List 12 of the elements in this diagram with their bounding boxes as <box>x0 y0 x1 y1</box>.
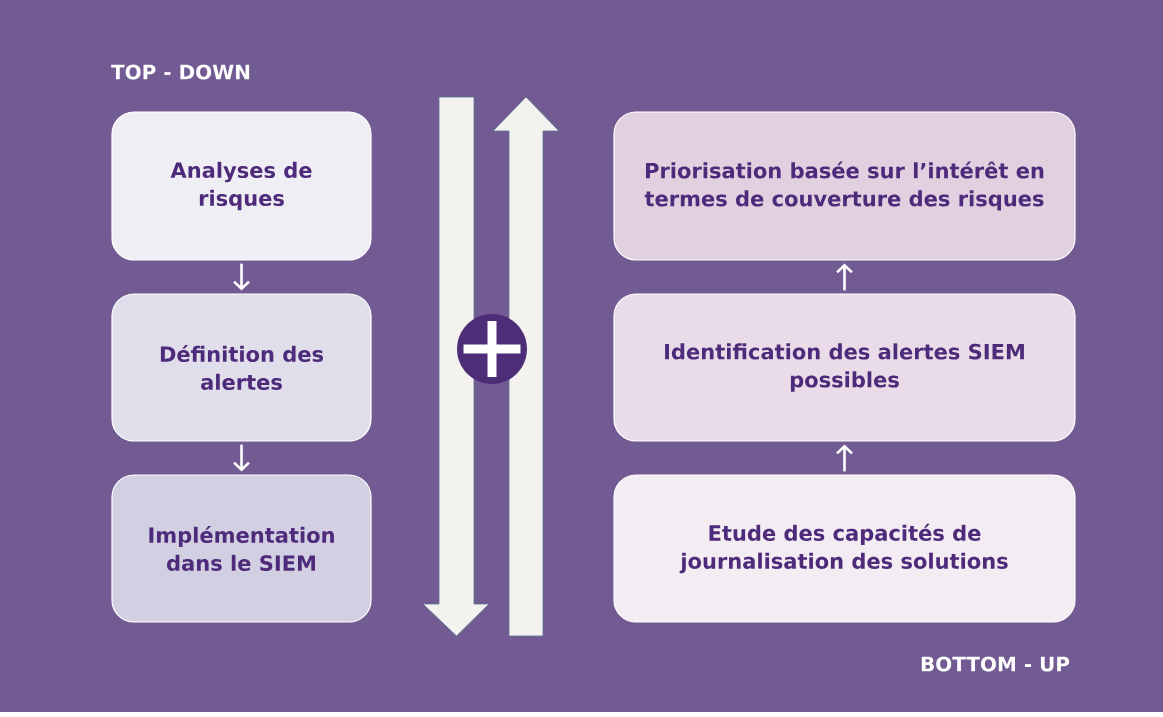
process-box: Implémentation dans le SIEM <box>111 474 372 623</box>
arrow <box>836 444 853 472</box>
process-box: Etude des capacités de journalisation des solutions <box>613 474 1076 623</box>
process-box: Analyses de risques <box>111 111 372 261</box>
section-heading: BOTTOM - UP <box>921 656 1070 672</box>
process-box: Définition des alertes <box>111 293 372 442</box>
process-box: Priorisation basée sur l’intérêt en termes de couverture des risques <box>613 111 1076 261</box>
arrow <box>233 444 250 472</box>
section-heading: TOP - DOWN <box>111 64 250 80</box>
arrow <box>233 263 250 291</box>
process-box: Identification des alertes SIEM possibles <box>613 293 1076 442</box>
arrow <box>836 263 853 291</box>
